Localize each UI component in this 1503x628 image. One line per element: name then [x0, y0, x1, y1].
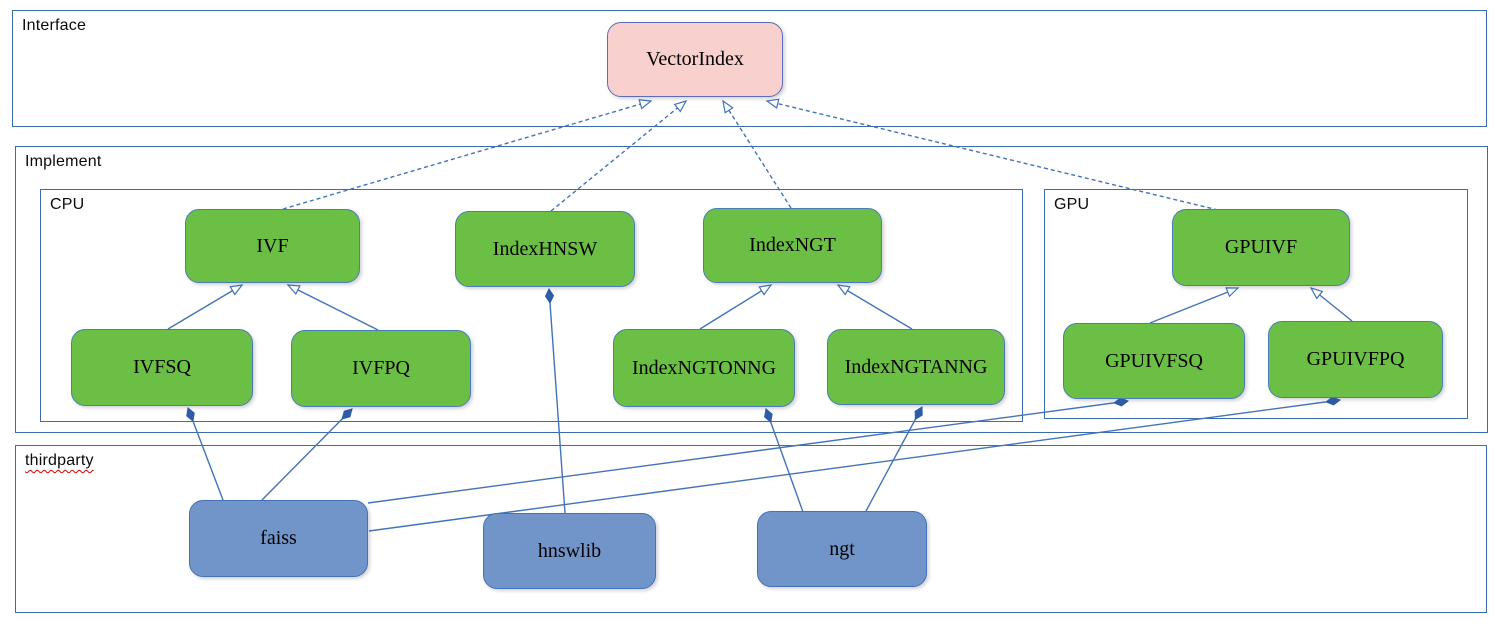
edge-faiss-ivfsq: [186, 407, 224, 501]
edge-faiss-ivfpq: [261, 408, 353, 501]
container-cpu-label: CPU: [50, 196, 85, 213]
node-indexngtanng: IndexNGTANNG: [827, 329, 1005, 405]
node-ivf: IVF: [185, 209, 360, 283]
edge-gpuivf-vectorindex: [767, 101, 1219, 211]
edge-ivfpq-ivf: [288, 285, 379, 331]
edge-indexngt-vectorindex: [723, 101, 792, 209]
edge-ngt-indexngtanng: [865, 406, 923, 512]
container-gpu-label: GPU: [1054, 196, 1090, 213]
node-ngt: ngt: [757, 511, 927, 587]
node-vectorindex: VectorIndex: [607, 22, 783, 97]
container-interface-label: Interface: [22, 17, 87, 34]
node-gpuivf: GPUIVF: [1172, 209, 1350, 286]
node-gpuivfsq: GPUIVFSQ: [1063, 323, 1245, 399]
container-gpu: GPU: [1044, 189, 1468, 419]
edge-faiss-gpuivfsq: [367, 397, 1129, 504]
node-indexngt: IndexNGT: [703, 208, 882, 283]
node-gpuivfpq: GPUIVFPQ: [1268, 321, 1443, 398]
container-implement-label: Implement: [25, 153, 102, 170]
container-thirdparty: thirdparty: [15, 445, 1487, 613]
node-faiss: faiss: [189, 500, 368, 577]
node-indexhnsw: IndexHNSW: [455, 211, 635, 287]
container-cpu: CPU: [40, 189, 1023, 422]
edge-indexngtanng-indexngt: [838, 285, 913, 330]
edge-hnswlib-indexhnsw: [544, 287, 566, 514]
container-thirdparty-label: thirdparty: [25, 452, 94, 469]
node-ivfsq: IVFSQ: [71, 329, 253, 406]
edge-ngt-indexngtonng: [764, 408, 804, 513]
edge-indexngtonng-indexngt: [699, 285, 771, 330]
node-ivfpq: IVFPQ: [291, 330, 471, 407]
edge-gpuivfsq-gpuivf: [1149, 288, 1238, 324]
container-interface: Interface: [12, 10, 1487, 127]
edge-indexhnsw-vectorindex: [550, 101, 686, 212]
node-indexngtonng: IndexNGTONNG: [613, 329, 795, 407]
edge-gpuivfpq-gpuivf: [1311, 288, 1353, 322]
edge-ivfsq-ivf: [167, 285, 242, 330]
edge-ivf-vectorindex: [282, 101, 651, 210]
node-hnswlib: hnswlib: [483, 513, 656, 589]
edge-faiss-gpuivfpq: [368, 396, 1341, 532]
